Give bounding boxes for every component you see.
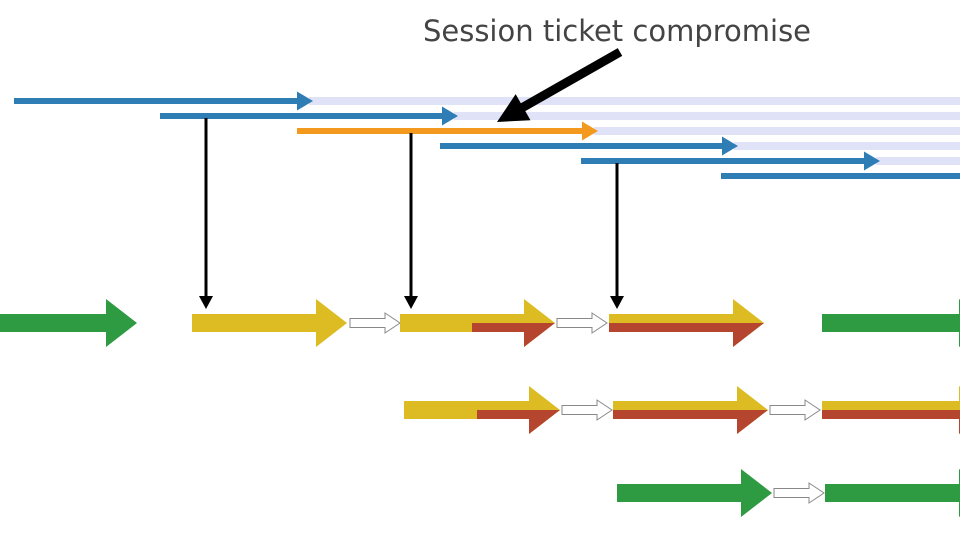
annotation-label: Session ticket compromise xyxy=(422,14,812,48)
green-arrow xyxy=(825,469,960,517)
validity-band xyxy=(454,112,960,120)
down-arrow-shaft xyxy=(204,118,208,296)
transition-arrow xyxy=(556,312,608,334)
session-arrow xyxy=(14,91,313,111)
validity-band xyxy=(309,97,960,105)
green-arrow xyxy=(617,469,772,517)
down-arrow-shaft xyxy=(615,163,619,296)
session-arrow xyxy=(440,136,738,156)
red-arrow-half xyxy=(609,323,764,347)
green-arrow xyxy=(822,299,960,347)
red-arrow-half xyxy=(477,410,560,434)
down-arrow-head xyxy=(610,296,624,309)
down-arrow-head xyxy=(404,296,418,309)
red-arrow-half xyxy=(472,323,555,347)
validity-band xyxy=(876,157,960,165)
compromised-session-arrow xyxy=(297,121,598,141)
transition-arrow xyxy=(769,399,821,421)
session-arrow xyxy=(721,173,960,179)
transition-arrow xyxy=(773,482,825,504)
compromise-pointer-arrow xyxy=(497,48,623,122)
green-arrow xyxy=(0,299,137,347)
session-arrow xyxy=(160,106,458,126)
transition-arrow xyxy=(349,312,401,334)
down-arrow-head xyxy=(199,296,213,309)
validity-band xyxy=(734,142,960,150)
red-arrow-half xyxy=(613,410,768,434)
yellow-arrow xyxy=(192,299,347,347)
red-arrow-half xyxy=(822,410,960,434)
down-arrow-shaft xyxy=(409,133,413,296)
validity-band xyxy=(594,127,960,135)
transition-arrow xyxy=(561,399,613,421)
session-arrow xyxy=(581,151,880,171)
